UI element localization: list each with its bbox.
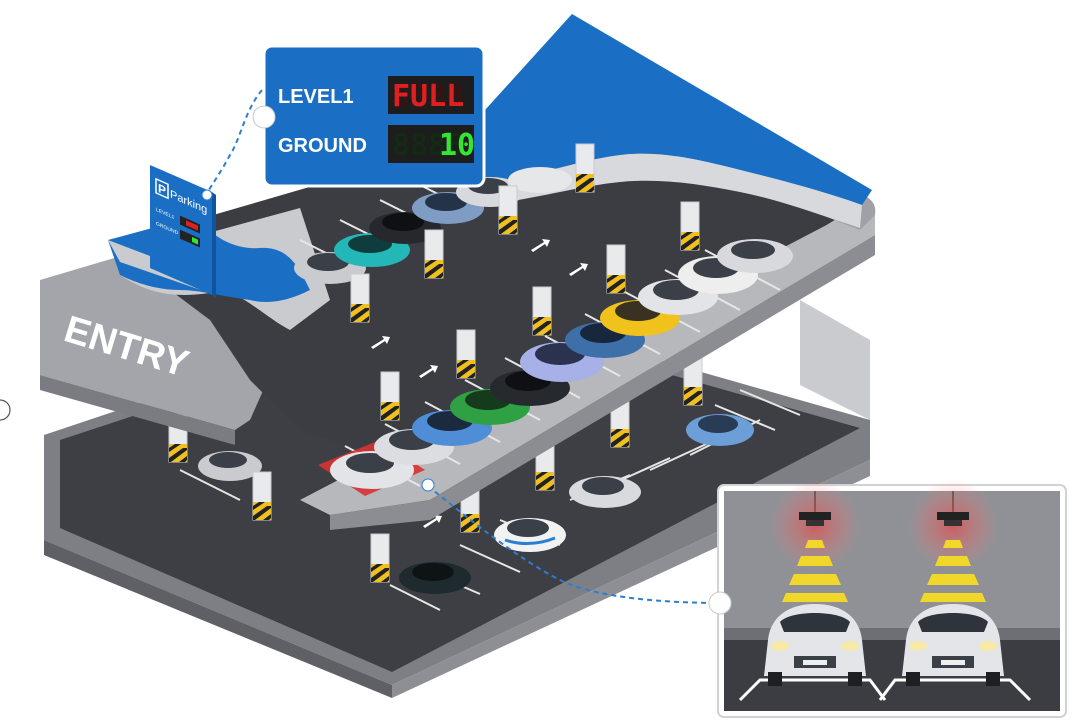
callout-ground-ghost: 8888: [392, 128, 464, 163]
callout-level1-label: LEVEL1: [278, 86, 354, 108]
car: [494, 518, 566, 552]
parking-p-icon: [155, 177, 169, 200]
car-front: [764, 604, 866, 686]
car: [508, 167, 572, 193]
callout-level1-value: FULL: [392, 79, 464, 114]
ceiling-sensor-icon: [769, 479, 861, 602]
car: [399, 562, 471, 594]
callout-ground-label: GROUND: [278, 135, 367, 157]
level1-deck: ENTRY: [40, 14, 876, 530]
car: [569, 476, 641, 508]
callout-level1-ghost: 8888: [392, 79, 464, 114]
car-front: [902, 604, 1004, 686]
car: [198, 451, 262, 481]
small-sign-p: P: [158, 181, 166, 198]
car: [686, 414, 754, 446]
car: [369, 212, 441, 244]
car: [717, 239, 793, 273]
level-display-callout: LEVEL1 8888 FULL GROUND 8888 10: [201, 44, 486, 201]
edge-marker-icon: [0, 399, 11, 421]
parking-sign: P Parking LEVEL1 GROUND: [108, 165, 216, 298]
sensor-callout: [421, 478, 1067, 718]
ceiling-sensor-icon: [907, 479, 999, 602]
callout-ground-value: 10: [439, 128, 475, 163]
